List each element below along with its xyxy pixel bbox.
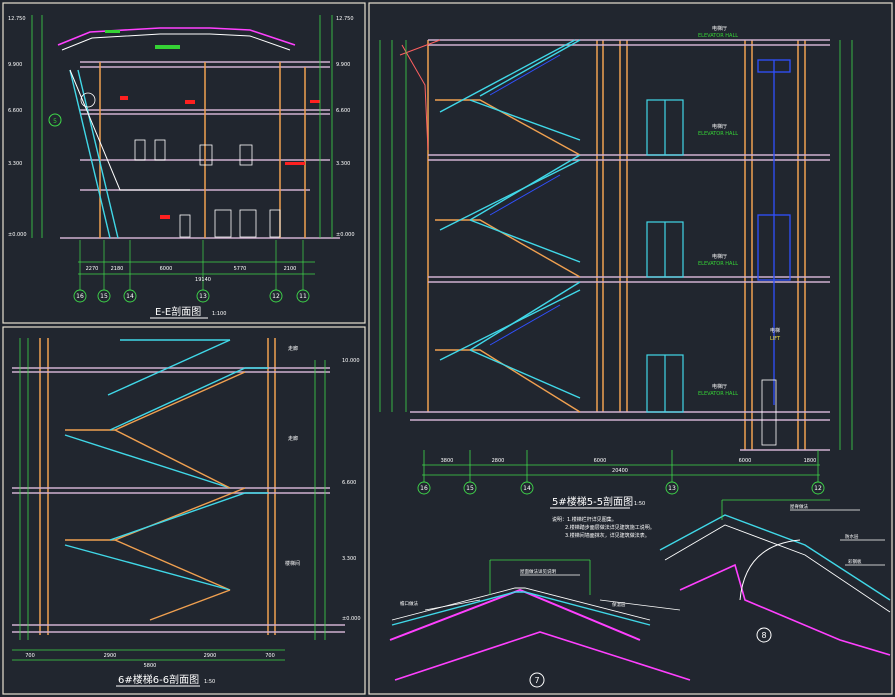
axis-label-16: 16 xyxy=(420,485,428,492)
dim-value: 700 xyxy=(265,653,275,659)
axis-label-13: 13 xyxy=(199,293,207,300)
detail-8-drawing xyxy=(659,499,891,656)
stair5-scale: 1:50 xyxy=(634,501,645,507)
detail-marker-5: 5 xyxy=(53,118,57,125)
dim-value: 700 xyxy=(25,653,35,659)
room-label: 电梯厅 xyxy=(712,123,727,130)
e-section-scale: 1:100 xyxy=(212,311,226,317)
dim-value: 6000 xyxy=(739,458,752,464)
room-sublabel: ELEVATOR HALL xyxy=(698,261,738,267)
axis-label-14: 14 xyxy=(126,293,134,300)
room-sublabel: ELEVATOR HALL xyxy=(698,33,738,39)
e-section-axis-bubbles xyxy=(73,289,310,303)
dim-value: 2100 xyxy=(284,266,297,272)
callout-text: 彩钢板 xyxy=(848,558,862,565)
e-section-drawing xyxy=(31,15,340,290)
detail-marker-7: 7 xyxy=(534,676,539,685)
stair6-drawing xyxy=(12,338,345,661)
axis-label-15: 15 xyxy=(100,293,108,300)
stair6-title: 6#楼梯6-6剖面图 xyxy=(118,673,199,686)
dim-total: 20400 xyxy=(612,468,628,474)
dim-value: 3800 xyxy=(441,458,454,464)
room-label: 走廊 xyxy=(288,345,298,352)
elevation-label: 3.300 xyxy=(336,161,350,167)
lift-label: 电梯 xyxy=(770,327,780,334)
lift-sublabel: LIFT xyxy=(770,336,781,342)
detail-marker-8: 8 xyxy=(761,631,766,640)
room-sublabel: ELEVATOR HALL xyxy=(698,131,738,137)
room-sublabel: ELEVATOR HALL xyxy=(698,391,738,397)
dim-value: 2180 xyxy=(111,266,124,272)
axis-label-16: 16 xyxy=(76,293,84,300)
e-section-right-elevations: 12.750 9.900 6.600 3.300 ±0.000 xyxy=(336,16,355,238)
dim-value: 2900 xyxy=(204,653,217,659)
dim-value: 6000 xyxy=(594,458,607,464)
elevation-label: 9.900 xyxy=(336,62,350,68)
axis-label-12: 12 xyxy=(814,485,822,492)
note-line: 2.楼梯踏步面层做法详见建筑施工说明。 xyxy=(565,524,655,531)
elevation-label: 12.750 xyxy=(336,16,354,22)
callout-text: 屋脊做法 xyxy=(790,503,808,510)
stair5-room-labels: 电梯厅 ELEVATOR HALL 电梯厅 ELEVATOR HALL 电梯厅 … xyxy=(698,25,781,397)
elevation-label: ±0.000 xyxy=(342,616,361,622)
elevation-label: 6.600 xyxy=(342,480,356,486)
axis-label-12: 12 xyxy=(272,293,280,300)
e-section-axis-labels: 16 15 14 13 12 11 xyxy=(76,293,307,300)
stair5-title: 5#楼梯5-5剖面图 xyxy=(552,495,633,508)
axis-label-14: 14 xyxy=(523,485,531,492)
stair6-scale: 1:50 xyxy=(204,679,215,685)
room-label: 楼梯间 xyxy=(285,560,300,567)
elevation-label: 9.900 xyxy=(8,62,22,68)
dim-value: 2900 xyxy=(104,653,117,659)
stair5-axis-labels: 16 15 14 13 12 xyxy=(420,485,822,492)
callout-text: 防水层 xyxy=(845,533,859,540)
detail-7-callouts: 屋面做法详见说明 檐口做法 保温层 xyxy=(400,568,626,608)
detail-8-callouts: 屋脊做法 防水层 彩钢板 xyxy=(790,503,862,565)
dim-value: 5770 xyxy=(234,266,247,272)
elevation-label: 3.300 xyxy=(8,161,22,167)
elevation-label: 6.600 xyxy=(8,108,22,114)
stair5-drawing xyxy=(379,39,853,482)
e-section-title: E-E剖面图 xyxy=(155,305,201,318)
dim-value: 6000 xyxy=(160,266,173,272)
elevation-label: 12.750 xyxy=(8,16,26,22)
dim-value: 1800 xyxy=(804,458,817,464)
stair6-elevations: 10.000 6.600 3.300 ±0.000 xyxy=(342,358,361,622)
axis-label-13: 13 xyxy=(668,485,676,492)
stair6-dims: 700 2900 2900 700 5800 xyxy=(25,653,275,669)
detail-7-drawing xyxy=(389,559,691,688)
note-line: 3.楼梯间墙面抹灰，详见建筑做法表。 xyxy=(565,532,650,539)
elevation-label: ±0.000 xyxy=(8,232,27,238)
elevation-label: 6.600 xyxy=(336,108,350,114)
room-label: 走廊 xyxy=(288,435,298,442)
axis-label-15: 15 xyxy=(466,485,474,492)
stair6-room-labels: 走廊 走廊 楼梯间 xyxy=(285,345,300,567)
note-line: 说明：1.楼梯栏杆详见图集。 xyxy=(552,516,617,523)
elevation-label: 3.300 xyxy=(342,556,356,562)
callout-text: 檐口做法 xyxy=(400,600,418,607)
callout-text: 屋面做法详见说明 xyxy=(520,568,556,575)
callout-text: 保温层 xyxy=(612,601,626,608)
dim-total: 19140 xyxy=(195,277,211,283)
dim-total: 5800 xyxy=(144,663,157,669)
dim-value: 2800 xyxy=(492,458,505,464)
room-label: 电梯厅 xyxy=(712,253,727,260)
elevation-label: 10.000 xyxy=(342,358,360,364)
e-section-dims: 2270 2180 6000 5770 2100 19140 xyxy=(86,266,297,283)
elevation-label: ±0.000 xyxy=(336,232,355,238)
e-section-left-elevations: 12.750 9.900 6.600 3.300 ±0.000 xyxy=(8,16,27,238)
stair5-axis-bubbles xyxy=(417,481,825,495)
room-label: 电梯厅 xyxy=(712,383,727,390)
axis-label-11: 11 xyxy=(299,293,307,300)
stair5-notes: 说明：1.楼梯栏杆详见图集。 2.楼梯踏步面层做法详见建筑施工说明。 3.楼梯间… xyxy=(552,516,655,539)
room-label: 电梯厅 xyxy=(712,25,727,32)
stair5-dims: 3800 2800 6000 6000 1800 20400 xyxy=(441,458,817,474)
dim-value: 2270 xyxy=(86,266,99,272)
